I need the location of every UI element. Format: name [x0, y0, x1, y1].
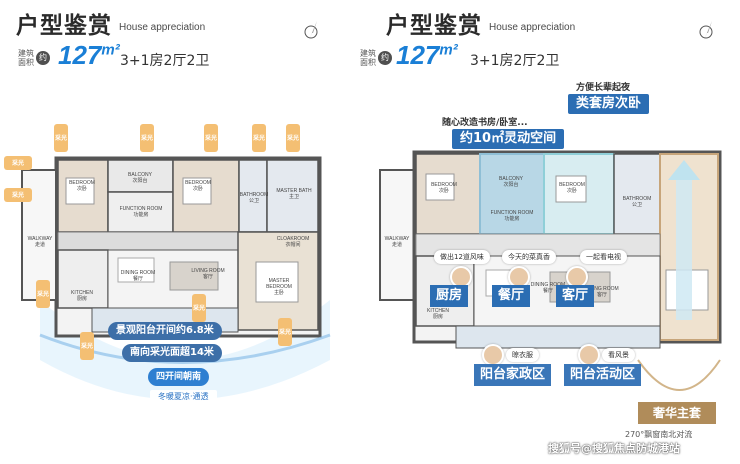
avatar	[578, 344, 600, 366]
bubble-tv: 一起看电视	[580, 250, 627, 264]
page-title: 户型鉴赏	[16, 13, 112, 39]
left-panel: 户型鉴赏 House appreciation 建筑面积 约 127m² 3+1…	[4, 13, 331, 404]
room-label: BEDROOM 次卧	[69, 180, 95, 192]
room-label: BATHROOM 公卫	[622, 196, 652, 208]
room-config: 3+1房2厅2卫	[470, 53, 560, 69]
bubble-cook: 做出12道风味	[434, 250, 490, 264]
sun-marker: 采光	[80, 332, 94, 360]
room-label: CLOAKROOM 衣帽间	[276, 236, 310, 248]
sun-marker: 采光	[140, 124, 154, 152]
south-title-pill: 四开间朝南	[148, 368, 210, 386]
luxury-caption: 270°飘窗南北对流	[625, 430, 693, 439]
sun-marker: 采光	[54, 124, 68, 152]
right-panel: 户型鉴赏 House appreciation 建筑面积 约 127m² 3+1…	[360, 0, 740, 464]
sun-marker: 采光	[278, 318, 292, 346]
room-label: BALCONY 次阳台	[499, 176, 523, 188]
note-convert: 随心改造书房/卧室...	[442, 118, 528, 128]
area-value: 127m²	[396, 40, 458, 70]
banner-flex-space: 约10㎡灵动空间	[452, 129, 565, 149]
south-subtitle: 冬暖夏凉·通透	[150, 390, 217, 404]
banner-suite-bedroom: 类套房次卧	[568, 94, 650, 114]
room-label: DINING ROOM 餐厅	[120, 270, 156, 282]
area-badge: 约	[36, 51, 50, 65]
area-label: 建筑面积	[18, 49, 34, 67]
note-elder: 方便长辈起夜	[576, 83, 631, 93]
page-title-en: House appreciation	[489, 22, 576, 33]
sun-marker: 采光	[36, 280, 50, 308]
zone-balcony-activity: 阳台活动区	[564, 364, 642, 386]
sun-marker: 采光	[192, 294, 206, 322]
room-label: FUNCTION ROOM 功能房	[119, 206, 163, 218]
bubble-dish: 今天的菜真香	[502, 250, 556, 264]
room-label: MASTER BATH 主卫	[276, 188, 312, 200]
watermark: 搜狐号@搜狐焦点防城港站	[548, 442, 680, 455]
zone-living: 客厅	[556, 285, 595, 307]
sun-marker: 采光	[4, 188, 32, 202]
room-label: BALCONY 次阳台	[128, 172, 152, 184]
room-label: BEDROOM 次卧	[431, 182, 457, 194]
room-label: LIVING ROOM 客厅	[191, 268, 225, 280]
room-label: FUNCTION ROOM 功能房	[490, 210, 534, 222]
floorplan-right	[379, 150, 722, 391]
page-title-en: House appreciation	[119, 22, 206, 33]
zone-balcony-home: 阳台家政区	[474, 364, 552, 386]
luxury-master-suite: 奢华主套	[638, 402, 716, 424]
room-label: WALKWAY 走道	[384, 236, 410, 248]
compass-icon	[699, 21, 713, 40]
floorplan-left	[21, 156, 331, 400]
south-light-pill: 南向采光面超14米	[122, 344, 222, 362]
zone-kitchen: 厨房	[430, 285, 469, 307]
room-label: WALKWAY 走道	[27, 236, 53, 248]
bubble-view: 看风景	[602, 348, 635, 362]
bubble-laundry: 晾衣服	[506, 348, 539, 362]
room-label: BEDROOM 次卧	[185, 180, 211, 192]
room-config: 3+1房2厅2卫	[120, 53, 210, 69]
balcony-width-pill: 景观阳台开间约6.8米	[108, 322, 222, 340]
room-label: KITCHEN 厨房	[427, 308, 449, 320]
area-value: 127m²	[58, 40, 120, 70]
page-title: 户型鉴赏	[386, 13, 482, 39]
room-label: MASTER BEDROOM 主卧	[266, 278, 292, 296]
room-label: BEDROOM 次卧	[559, 182, 585, 194]
sun-marker: 采光	[204, 124, 218, 152]
area-badge: 约	[378, 51, 392, 65]
sun-marker: 采光	[4, 156, 32, 170]
zone-dining: 餐厅	[492, 285, 531, 307]
room-label: BATHROOM 公卫	[239, 192, 269, 204]
sun-marker: 采光	[252, 124, 266, 152]
room-label: KITCHEN 厨房	[71, 290, 93, 302]
avatar	[482, 344, 504, 366]
compass-icon	[304, 21, 318, 40]
area-label: 建筑面积	[360, 49, 376, 67]
sun-marker: 采光	[286, 124, 300, 152]
